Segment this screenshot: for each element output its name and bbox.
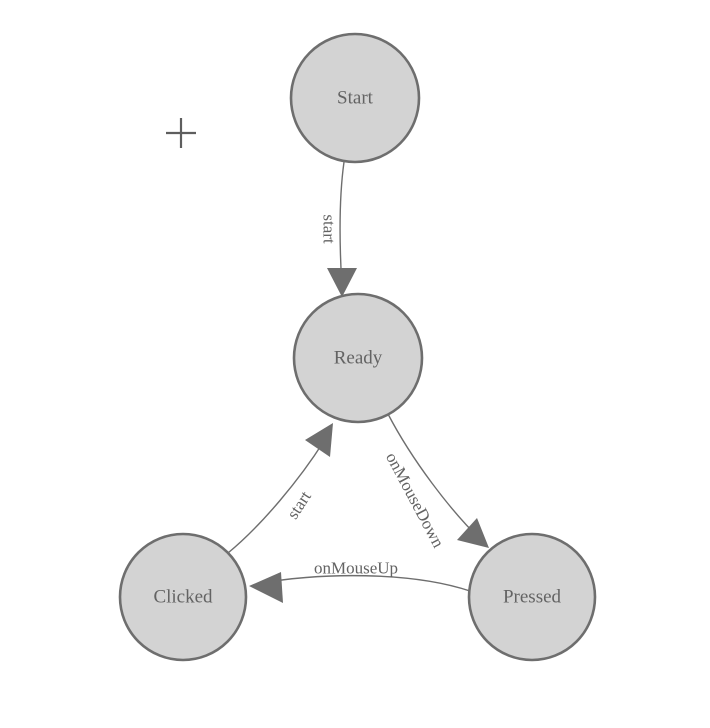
edge-start-to-ready[interactable]: start (320, 161, 358, 297)
edge-ready-to-pressed-label: onMouseDown (382, 449, 448, 551)
edge-start-to-ready-arrowhead (327, 268, 357, 297)
edge-clicked-to-ready-label: start (283, 487, 315, 522)
edge-pressed-to-clicked[interactable]: onMouseUp (249, 559, 471, 604)
plus-marker[interactable] (166, 118, 196, 148)
edge-clicked-to-ready[interactable]: start (227, 423, 333, 554)
edge-start-to-ready-label: start (320, 214, 339, 244)
node-start-label: Start (337, 88, 374, 109)
node-clicked-circle[interactable] (118, 532, 248, 662)
node-start[interactable]: Start (289, 32, 421, 164)
edge-pressed-to-clicked-path[interactable] (261, 574, 471, 592)
node-pressed[interactable]: Pressed (467, 532, 597, 662)
node-clicked-label: Clicked (153, 587, 213, 608)
node-pressed-circle[interactable] (467, 532, 597, 662)
edge-clicked-to-ready-arrowhead (305, 423, 333, 457)
edge-pressed-to-clicked-label: onMouseUp (314, 559, 398, 578)
node-clicked[interactable]: Clicked (118, 532, 248, 662)
edge-ready-to-pressed[interactable]: onMouseDown (382, 413, 489, 551)
node-ready[interactable]: Ready (292, 292, 424, 424)
edge-pressed-to-clicked-arrowhead (249, 572, 283, 603)
node-start-circle[interactable] (289, 32, 421, 164)
edge-clicked-to-ready-path[interactable] (227, 440, 325, 554)
node-pressed-label: Pressed (503, 587, 562, 608)
node-ready-circle[interactable] (292, 292, 424, 424)
node-ready-label: Ready (334, 348, 383, 369)
edge-ready-to-pressed-arrowhead (457, 518, 489, 548)
